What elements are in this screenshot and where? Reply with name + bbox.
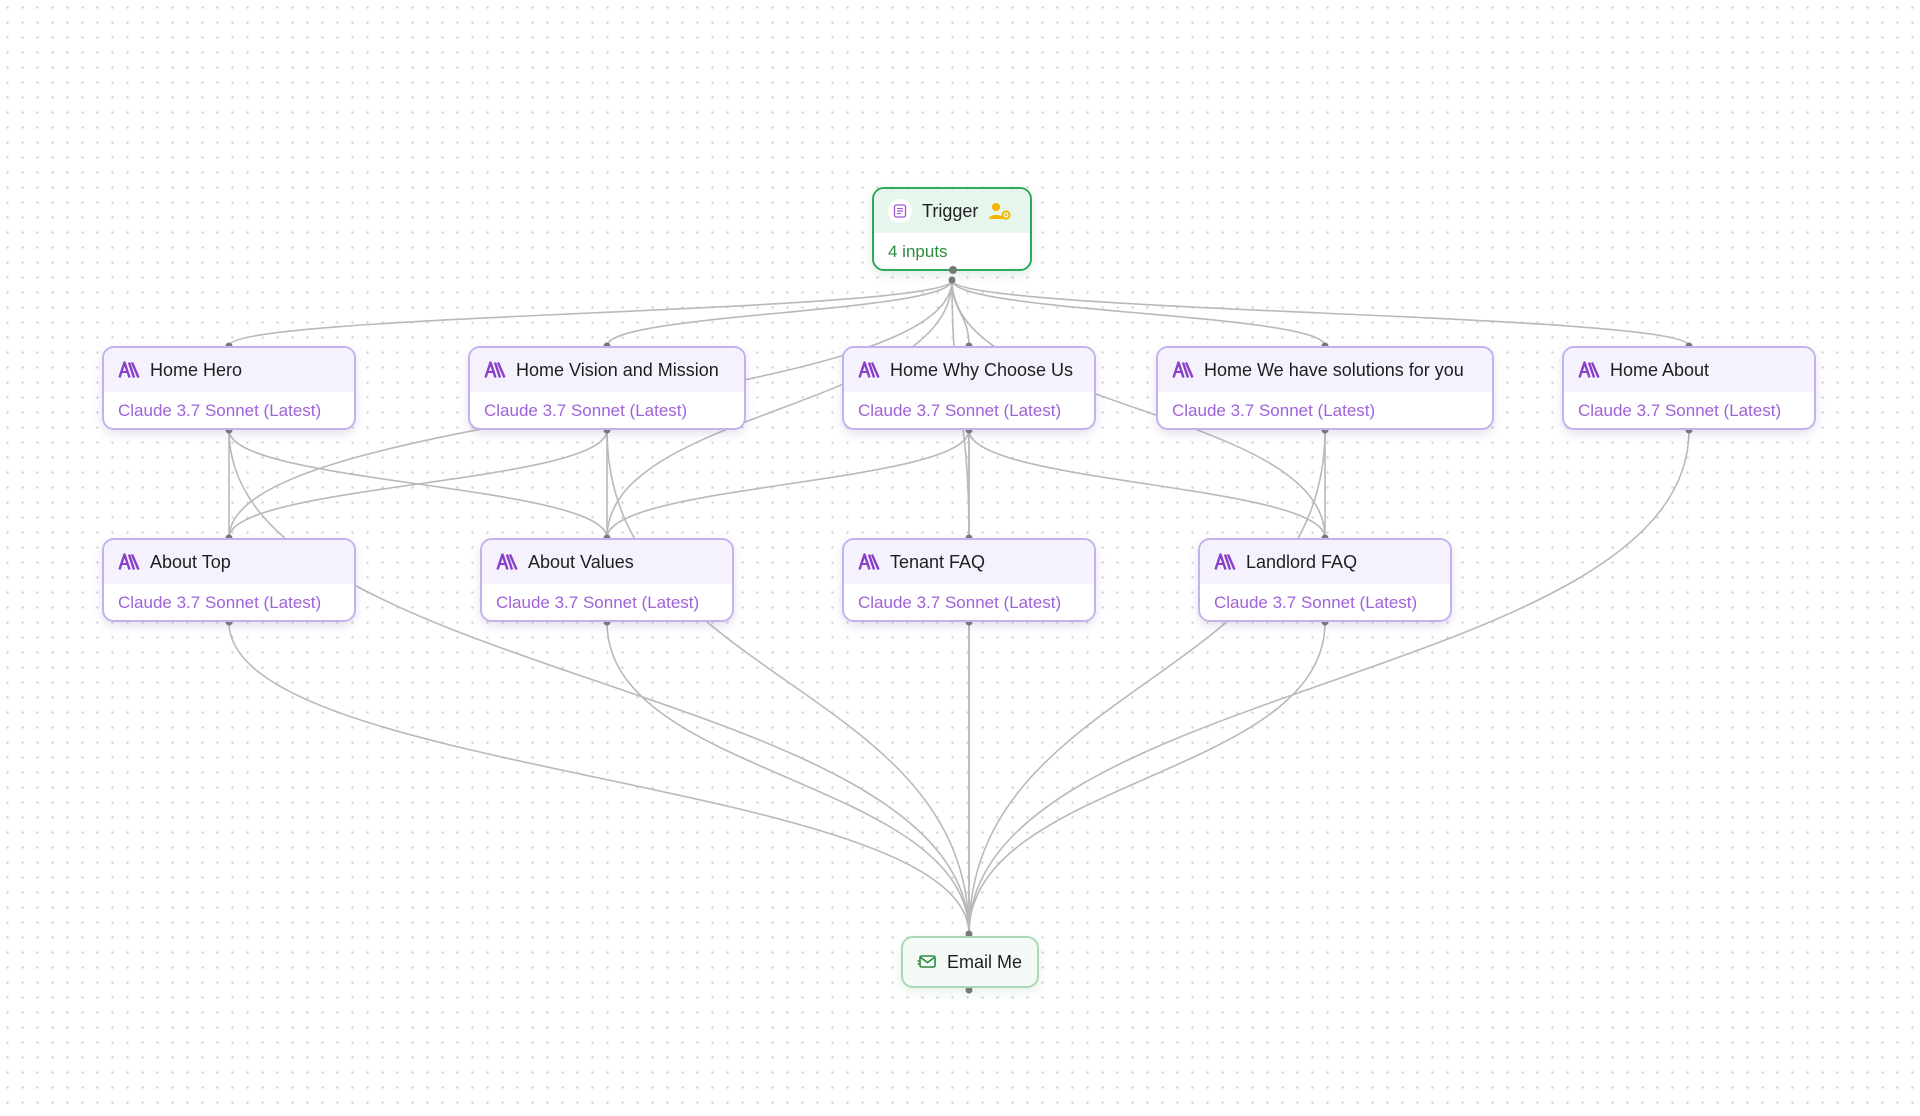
llm-node-header: Home Why Choose Us <box>844 348 1094 392</box>
edge-node-to-email <box>968 429 1690 935</box>
node-model: Claude 3.7 Sonnet (Latest) <box>484 401 688 420</box>
edge-node-to-email <box>606 621 970 935</box>
edge-trigger-to-node <box>951 279 970 347</box>
edge-node-to-node <box>606 429 970 539</box>
llm-node-tenant-faq[interactable]: Tenant FAQ Claude 3.7 Sonnet (Latest) <box>842 538 1096 622</box>
node-model: Claude 3.7 Sonnet (Latest) <box>858 593 1062 612</box>
user-settings-icon[interactable] <box>988 201 1012 221</box>
llm-node-home-about[interactable]: Home About Claude 3.7 Sonnet (Latest) <box>1562 346 1816 430</box>
trigger-output-handle[interactable] <box>949 266 957 274</box>
node-title: Tenant FAQ <box>890 551 986 572</box>
llm-node-header: About Values <box>482 540 732 584</box>
llm-node-home-vision[interactable]: Home Vision and Mission Claude 3.7 Sonne… <box>468 346 746 430</box>
llm-node-header: Landlord FAQ <box>1200 540 1450 584</box>
node-model: Claude 3.7 Sonnet (Latest) <box>1578 401 1782 420</box>
trigger-output-dot[interactable] <box>948 276 956 284</box>
email-title: Email Me <box>947 951 1023 972</box>
node-model: Claude 3.7 Sonnet (Latest) <box>858 401 1062 420</box>
llm-node-home-hero[interactable]: Home Hero Claude 3.7 Sonnet (Latest) <box>102 346 356 430</box>
anthropic-icon <box>1214 553 1236 571</box>
node-title: Home Vision and Mission <box>516 359 719 380</box>
llm-node-header: Home Hero <box>104 348 354 392</box>
node-title: About Top <box>150 551 231 572</box>
node-model: Claude 3.7 Sonnet (Latest) <box>496 593 700 612</box>
edge-trigger-to-node <box>951 279 1326 347</box>
anthropic-icon <box>118 553 140 571</box>
edge-node-to-email <box>606 429 970 935</box>
edge-trigger-to-node <box>228 279 953 347</box>
mail-icon <box>917 953 937 971</box>
anthropic-icon <box>496 553 518 571</box>
node-title: Home Hero <box>150 359 243 380</box>
node-model: Claude 3.7 Sonnet (Latest) <box>118 401 322 420</box>
edge-trigger-to-node <box>951 279 1690 347</box>
edge-node-to-email <box>228 621 970 935</box>
anthropic-icon <box>118 361 140 379</box>
llm-node-landlord-faq[interactable]: Landlord FAQ Claude 3.7 Sonnet (Latest) <box>1198 538 1452 622</box>
edge-node-to-email <box>228 429 970 935</box>
llm-node-header: About Top <box>104 540 354 584</box>
edge-node-to-node <box>228 429 608 539</box>
llm-node-home-why[interactable]: Home Why Choose Us Claude 3.7 Sonnet (La… <box>842 346 1096 430</box>
email-me-node[interactable]: Email Me <box>901 936 1039 988</box>
node-title: Home Why Choose Us <box>890 359 1074 380</box>
llm-node-home-solutions[interactable]: Home We have solutions for you Claude 3.… <box>1156 346 1494 430</box>
llm-node-header: Tenant FAQ <box>844 540 1094 584</box>
trigger-inputs-count: 4 inputs <box>888 242 948 261</box>
trigger-node-header: Trigger <box>874 189 1030 233</box>
anthropic-icon <box>1578 361 1600 379</box>
node-model: Claude 3.7 Sonnet (Latest) <box>1214 593 1418 612</box>
llm-node-about-top[interactable]: About Top Claude 3.7 Sonnet (Latest) <box>102 538 356 622</box>
node-title: Landlord FAQ <box>1246 551 1358 572</box>
trigger-node[interactable]: Trigger 4 inputs <box>872 187 1032 274</box>
edge-trigger-to-node <box>606 279 953 347</box>
node-model: Claude 3.7 Sonnet (Latest) <box>118 593 322 612</box>
node-title: Home About <box>1610 359 1710 380</box>
anthropic-icon <box>858 553 880 571</box>
anthropic-icon <box>858 361 880 379</box>
anthropic-icon <box>1172 361 1194 379</box>
llm-node-about-values[interactable]: About Values Claude 3.7 Sonnet (Latest) <box>480 538 734 622</box>
edge-node-to-email <box>968 429 1326 935</box>
llm-node-header: Home Vision and Mission <box>470 348 744 392</box>
node-model: Claude 3.7 Sonnet (Latest) <box>1172 401 1376 420</box>
llm-node-header: Home About <box>1564 348 1814 392</box>
anthropic-icon <box>484 361 506 379</box>
form-icon <box>888 199 912 223</box>
edge-node-to-node <box>228 429 608 539</box>
edge-node-to-node <box>968 429 1326 539</box>
edge-node-to-email <box>968 621 1326 935</box>
trigger-title: Trigger <box>922 200 979 221</box>
llm-node-header: Home We have solutions for you <box>1158 348 1492 392</box>
node-title: About Values <box>528 551 634 572</box>
node-title: Home We have solutions for you <box>1204 359 1464 380</box>
